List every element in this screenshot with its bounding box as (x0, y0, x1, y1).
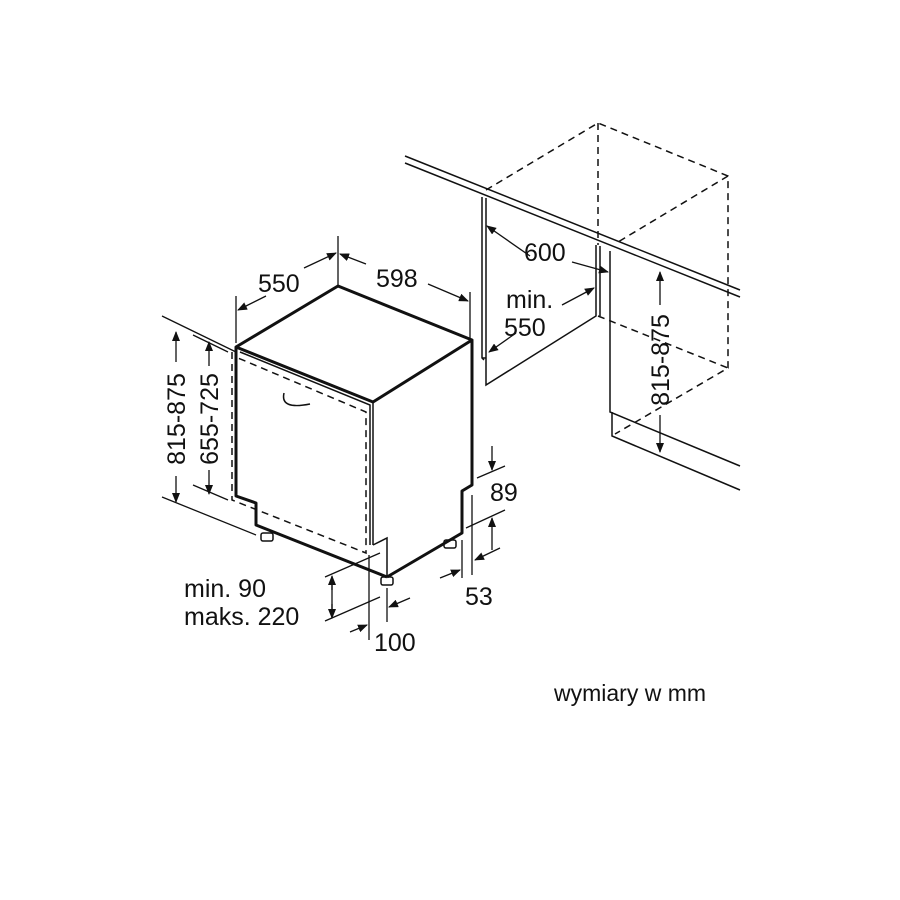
plinth-gap-label-line1: min. 90 (184, 575, 266, 603)
total-height-label: 815-875 (163, 373, 191, 465)
width-label: 598 (376, 265, 418, 293)
foot-icon (260, 532, 274, 542)
dimension-lines (161, 225, 664, 640)
niche-depth-label-line2: 550 (504, 314, 546, 342)
kitchen-niche (404, 122, 741, 491)
foot-icon (443, 539, 457, 549)
plinth-top-label: 89 (490, 479, 518, 507)
door-height-label: 655-725 (196, 373, 224, 465)
plinth-bottom-label: 53 (465, 583, 493, 611)
depth-label: 550 (258, 270, 300, 298)
niche-height-label: 815-875 (647, 314, 675, 406)
niche-depth-label-line1: min. (506, 286, 553, 314)
foot-icon (380, 576, 394, 586)
plinth-gap-label-line2: maks. 220 (184, 603, 299, 631)
dishwasher-body (231, 284, 474, 586)
foot-offset-label: 100 (374, 629, 416, 657)
units-note: wymiary w mm (553, 680, 706, 706)
niche-width-label: 600 (524, 239, 566, 267)
door-handle-icon (282, 392, 311, 407)
